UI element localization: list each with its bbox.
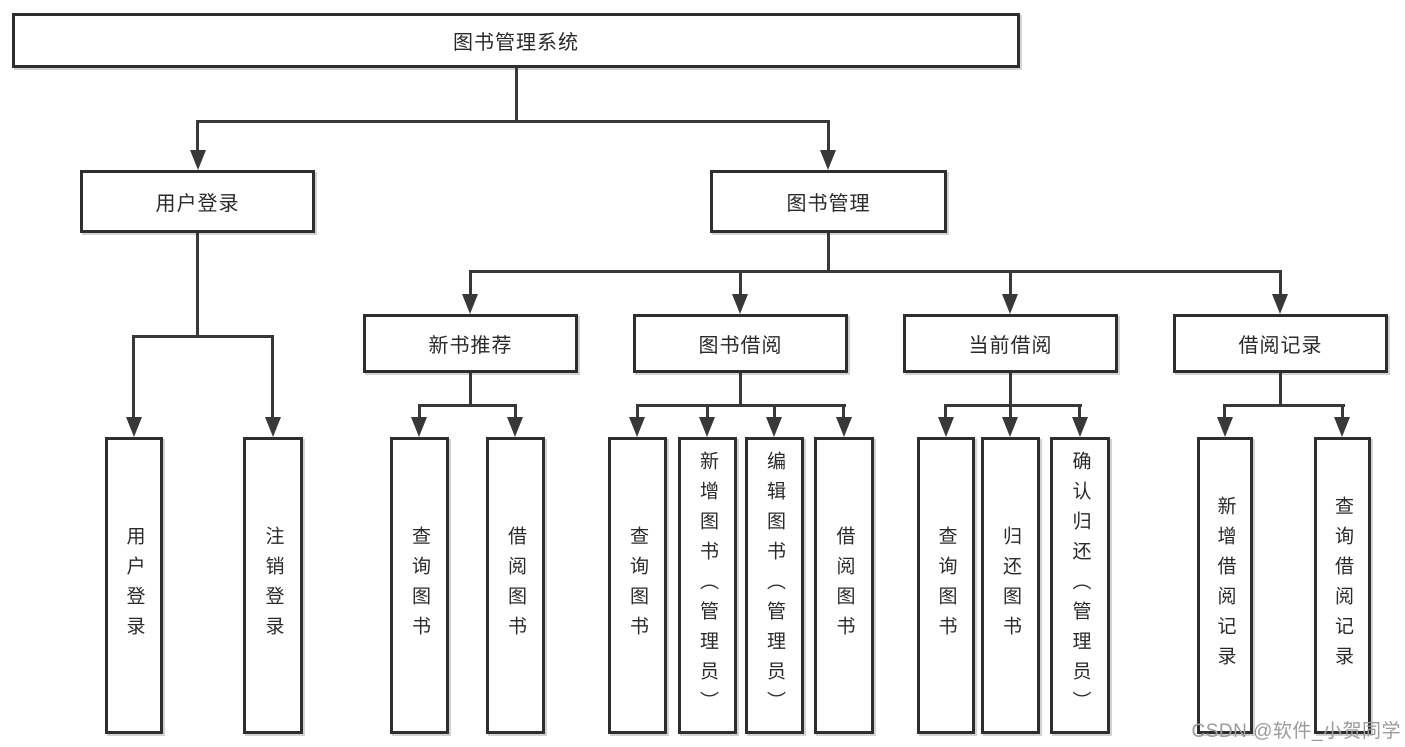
connector-line: [196, 233, 199, 337]
connector-line: [132, 335, 135, 419]
leaf-query-books-recommend: 查询图书: [390, 437, 449, 734]
connector-line: [515, 68, 518, 122]
node-book-management: 图书管理: [710, 170, 947, 233]
arrow-down-icon: [820, 150, 836, 170]
arrow-down-icon: [629, 417, 645, 437]
connector-line: [1078, 404, 1081, 420]
leaf-user-login: 用户登录: [105, 437, 163, 734]
connector-line: [418, 404, 517, 407]
connector-line: [706, 404, 709, 420]
node-current-borrow: 当前借阅: [903, 314, 1118, 373]
leaf-return-books: 归还图书: [981, 437, 1040, 734]
leaf-borrow-books-recommend: 借阅图书: [486, 437, 545, 734]
arrow-down-icon: [699, 417, 715, 437]
arrow-down-icon: [938, 417, 954, 437]
leaf-borrow-books: 借阅图书: [814, 437, 874, 734]
leaf-confirm-return-admin: 确认归还（管理员）: [1050, 437, 1110, 734]
connector-line: [739, 270, 742, 298]
connector-line: [469, 373, 472, 406]
connector-line: [636, 404, 639, 420]
leaf-add-books-admin: 新增图书（管理员）: [678, 437, 737, 734]
node-borrow-records: 借阅记录: [1173, 314, 1388, 373]
connector-line: [944, 404, 1082, 407]
node-library-system: 图书管理系统: [12, 13, 1020, 68]
leaf-logout: 注销登录: [243, 437, 303, 734]
node-book-borrow: 图书借阅: [633, 314, 848, 373]
arrow-down-icon: [126, 417, 142, 437]
connector-line: [827, 120, 830, 154]
connector-line: [1279, 373, 1282, 406]
leaf-edit-books-admin: 编辑图书（管理员）: [745, 437, 804, 734]
connector-line: [1009, 404, 1012, 420]
leaf-query-borrow-record: 查询借阅记录: [1314, 437, 1371, 734]
connector-line: [739, 373, 742, 406]
csdn-watermark: CSDN @软件_小贺同学: [1191, 721, 1401, 742]
connector-line: [1279, 270, 1282, 298]
arrow-down-icon: [1002, 294, 1018, 314]
connector-line: [1009, 373, 1012, 406]
connector-line: [469, 270, 1281, 273]
node-user-login: 用户登录: [80, 170, 315, 233]
arrow-down-icon: [836, 417, 852, 437]
connector-line: [514, 404, 517, 420]
connector-line: [1223, 404, 1226, 420]
connector-line: [636, 404, 846, 407]
leaf-query-books-borrow: 查询图书: [608, 437, 667, 734]
arrow-down-icon: [507, 417, 523, 437]
arrow-down-icon: [1272, 294, 1288, 314]
connector-line: [469, 270, 472, 298]
arrow-down-icon: [766, 417, 782, 437]
arrow-down-icon: [190, 150, 206, 170]
connector-line: [1009, 270, 1012, 298]
arrow-down-icon: [1334, 417, 1350, 437]
connector-line: [773, 404, 776, 420]
connector-line: [944, 404, 947, 420]
arrow-down-icon: [462, 294, 478, 314]
connector-line: [1223, 404, 1345, 407]
arrow-down-icon: [411, 417, 427, 437]
leaf-query-books-current: 查询图书: [917, 437, 975, 734]
connector-line: [842, 404, 845, 420]
arrow-down-icon: [1217, 417, 1233, 437]
connector-line: [827, 233, 830, 273]
connector-line: [271, 335, 274, 419]
node-new-book-recommend: 新书推荐: [363, 314, 578, 373]
connector-line: [1341, 404, 1344, 420]
leaf-add-borrow-record: 新增借阅记录: [1197, 437, 1253, 734]
arrow-down-icon: [1002, 417, 1018, 437]
connector-line: [418, 404, 421, 420]
connector-line: [196, 120, 199, 154]
arrow-down-icon: [265, 417, 281, 437]
connector-line: [196, 120, 830, 123]
arrow-down-icon: [732, 294, 748, 314]
connector-line: [132, 335, 274, 338]
arrow-down-icon: [1072, 417, 1088, 437]
